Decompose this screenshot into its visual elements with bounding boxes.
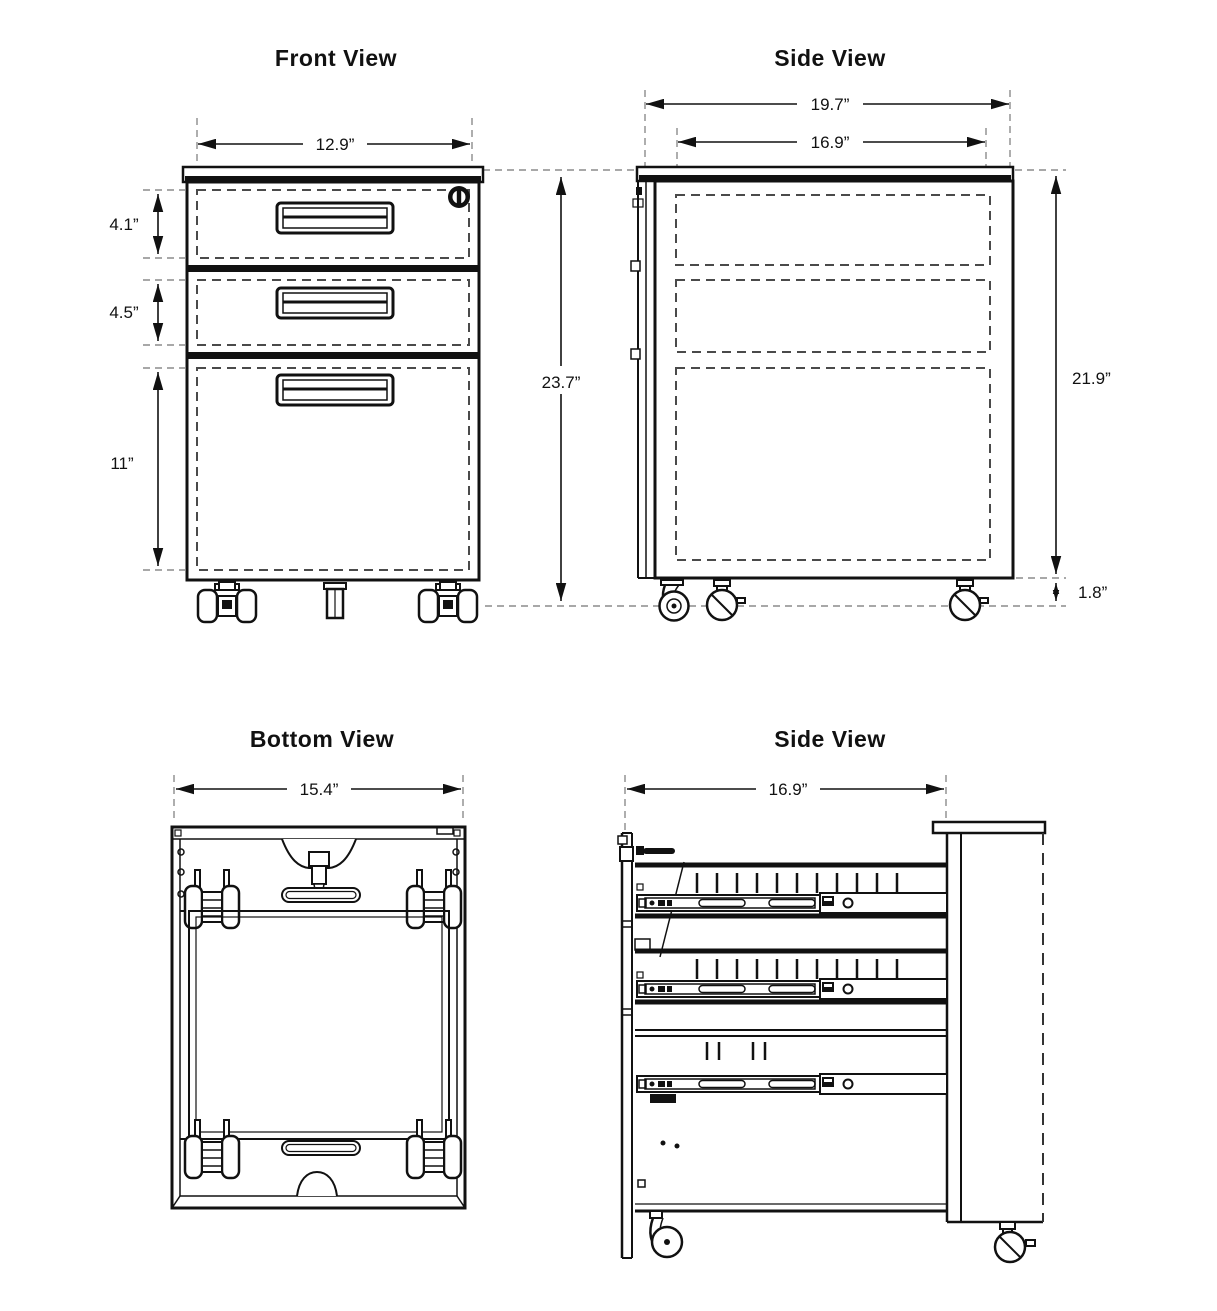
front-caster-left [196, 580, 258, 624]
side-view-top-title: Side View [774, 45, 885, 71]
dim-front-drawer3: 11” [110, 367, 186, 571]
shell-caster [993, 1221, 1036, 1264]
front-cabinet [181, 165, 485, 624]
dim-front-drawer2: 4.5” [109, 279, 186, 346]
dim-side-depth: 19.7” [644, 90, 1011, 166]
front-view-title: Front View [275, 45, 397, 71]
slide-rail-2 [636, 978, 948, 1000]
dim-bottom-width: 15.4” [173, 775, 464, 823]
dim-bottom-width-label: 15.4” [300, 780, 339, 799]
side-caster-rear [948, 578, 990, 622]
bottom-cabinet [170, 825, 467, 1210]
dim-side-body-depth: 16.9” [676, 128, 987, 166]
strip-bracket [634, 938, 651, 951]
dim-slide-depth-label: 16.9” [769, 780, 808, 799]
lock-icon [448, 186, 470, 208]
drawer2-handle [275, 286, 395, 320]
front-caster-middle [323, 582, 347, 620]
dim-front-width: 12.9” [196, 118, 473, 166]
bottom-view-title: Bottom View [250, 726, 394, 752]
dim-side-body-height: 21.9” [1050, 176, 1111, 574]
front-view: Front View 12.9” [109, 45, 591, 624]
dim-side-depth-label: 19.7” [811, 95, 850, 114]
extended-drawer-2 [635, 948, 948, 1005]
extended-front-caster [649, 1210, 684, 1259]
dim-slide-depth: 16.9” [624, 775, 947, 831]
lock-and-key [617, 835, 675, 862]
dim-front-width-label: 12.9” [316, 135, 355, 154]
side-view-top: Side View 19.7” 16.9” [630, 45, 1111, 622]
cabinet-shell [931, 820, 1047, 1264]
drawer3-handle [275, 373, 395, 407]
drawer1-handle [275, 201, 395, 235]
dim-side-caster-height: 1.8” [1052, 583, 1108, 602]
dim-front-drawer3-label: 11” [110, 454, 134, 473]
side-caster-front [658, 578, 690, 622]
side-view-bottom: Side View 16.9” [617, 726, 1047, 1264]
front-caster-right [417, 580, 479, 624]
dim-front-height-label: 23.7” [542, 373, 581, 392]
dim-side-caster-height-label: 1.8” [1078, 583, 1108, 602]
slide-rail-3 [636, 1073, 948, 1095]
dim-front-drawer2-label: 4.5” [109, 303, 139, 322]
dim-front-drawer1-label: 4.1” [109, 215, 139, 234]
slide-rail-1 [636, 892, 948, 914]
side-caster-mid [705, 578, 747, 622]
extended-drawer-1 [635, 862, 948, 919]
side-cabinet [630, 165, 1015, 622]
dim-front-drawer1: 4.1” [109, 189, 186, 259]
dim-side-body-depth-label: 16.9” [811, 133, 850, 152]
bottom-view: Bottom View 15.4” [170, 726, 467, 1210]
side-view-bottom-title: Side View [774, 726, 885, 752]
dim-front-height: 23.7” [531, 177, 591, 601]
extended-drawer-3 [635, 1029, 948, 1213]
dim-side-body-height-label: 21.9” [1072, 369, 1111, 388]
